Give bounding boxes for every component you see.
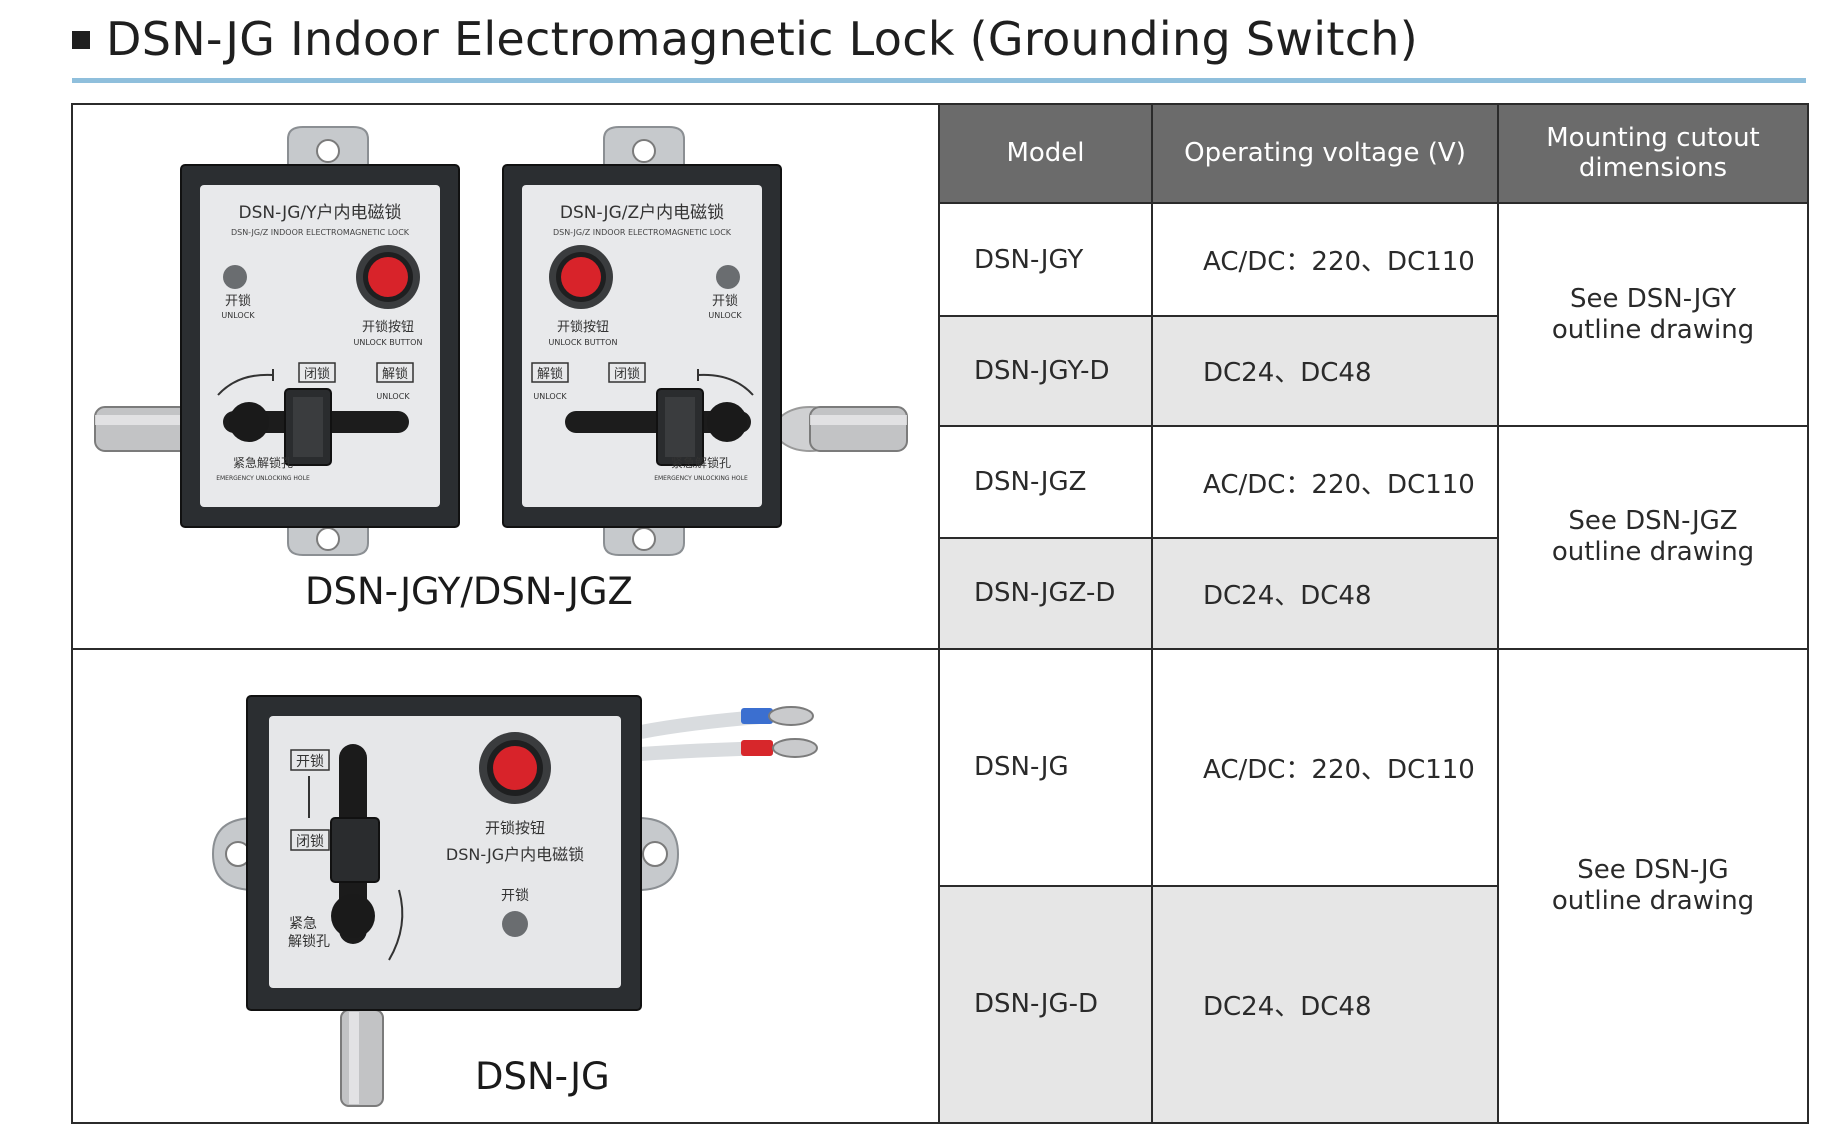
product-image-jg: 开锁 闭锁 紧急 解锁孔 开锁按钮 DSN-JG户内电磁锁 开锁 bbox=[71, 647, 940, 1125]
lock-z-button-cn: 开锁按钮 bbox=[557, 319, 609, 335]
table-row: DSN-JGY AC/DC：220、DC110 See DSN-JGY outl… bbox=[72, 202, 1809, 428]
caption-jgy-jgz: DSN-JGY/DSN-JGZ bbox=[305, 570, 633, 613]
lock-z-emergency-cn: 紧急解锁孔 bbox=[671, 455, 731, 470]
lock-z-subtitle: DSN-JG/Z INDOOR ELECTROMAGNETIC LOCK bbox=[553, 228, 732, 237]
mounting-jgz-line1: See DSN-JGZ bbox=[1568, 506, 1738, 537]
table-row: DSN-JGY-D DC24、DC48 bbox=[72, 314, 1808, 428]
table-row: DSN-JG-D DC24、DC48 bbox=[72, 884, 1808, 1125]
mounting-cell-jgy: See DSN-JGY outline drawing bbox=[1497, 202, 1809, 428]
lock-jg-button-cn: 开锁按钮 bbox=[485, 819, 545, 837]
lock-y-red-unlock-button bbox=[368, 257, 408, 297]
mounting-jgy-line2: outline drawing bbox=[1551, 314, 1755, 345]
table-row: 开锁 闭锁 紧急 解锁孔 开锁按钮 DSN-JG户内电磁锁 开锁 bbox=[71, 647, 1809, 1125]
lock-jg-emergency-cn-1: 紧急 bbox=[289, 916, 317, 932]
lock-z-unlock-en: UNLOCK bbox=[708, 311, 742, 320]
lock-y-release-en: UNLOCK bbox=[376, 392, 410, 401]
lock-y-emergency-cn: 紧急解锁孔 bbox=[233, 455, 293, 470]
lock-y-device: DSN-JG/Y户内电磁锁 DSN-JG/Z INDOOR ELECTROMAG… bbox=[94, 126, 460, 556]
lock-jg-red-unlock-button bbox=[493, 745, 537, 790]
title-underline bbox=[72, 78, 1806, 83]
voltage-cell: AC/DC：220、DC110 bbox=[1151, 425, 1499, 540]
spec-table: DSN-JG/Y户内电磁锁 DSN-JG/Z INDOOR ELECTROMAG… bbox=[71, 102, 1809, 1125]
voltage-cell: AC/DC：220、DC110 bbox=[1151, 647, 1499, 887]
mounting-cell-jgz: See DSN-JGZ outline drawing bbox=[1497, 425, 1809, 650]
model-cell: DSN-JGZ-D bbox=[938, 537, 1153, 650]
lock-z-release-en: UNLOCK bbox=[533, 392, 567, 401]
lock-z-indicator-light bbox=[716, 265, 740, 289]
voltage-cell: AC/DC：220、DC110 bbox=[1151, 202, 1499, 317]
model-cell: DSN-JGY bbox=[938, 202, 1153, 317]
table-row: DSN-JGZ-D DC24、DC48 bbox=[72, 537, 1808, 650]
lock-y-close-cn: 闭锁 bbox=[304, 366, 330, 382]
lock-jg-unlock-cn: 开锁 bbox=[501, 888, 529, 904]
lock-z-device: DSN-JG/Z户内电磁锁 DSN-JG/Z INDOOR ELECTROMAG… bbox=[502, 126, 908, 556]
lock-z-title: DSN-JG/Z户内电磁锁 bbox=[560, 203, 724, 223]
lock-y-release-cn: 解锁 bbox=[382, 366, 408, 382]
page-title: DSN-JG Indoor Electromagnetic Lock (Grou… bbox=[72, 12, 1418, 66]
header-mounting-cutout-text: Mounting cutout dimensions bbox=[1546, 122, 1760, 183]
product-image-jgy-jgz: DSN-JG/Y户内电磁锁 DSN-JG/Z INDOOR ELECTROMAG… bbox=[71, 103, 940, 650]
lock-y-emergency-en: EMERGENCY UNLOCKING HOLE bbox=[216, 475, 310, 482]
mounting-jg-line2: outline drawing bbox=[1551, 885, 1755, 916]
lock-y-unlock-cn: 开锁 bbox=[225, 293, 251, 309]
page-title-text: DSN-JG Indoor Electromagnetic Lock (Grou… bbox=[106, 12, 1419, 66]
voltage-cell: DC24、DC48 bbox=[1151, 884, 1499, 1125]
mounting-jgy-line1: See DSN-JGY bbox=[1570, 283, 1736, 314]
table-header-row: DSN-JG/Y户内电磁锁 DSN-JG/Z INDOOR ELECTROMAG… bbox=[71, 102, 1809, 650]
model-cell: DSN-JGZ bbox=[938, 425, 1153, 540]
lock-z-emergency-en: EMERGENCY UNLOCKING HOLE bbox=[654, 475, 748, 482]
lock-z-close-cn: 闭锁 bbox=[614, 366, 640, 382]
lock-jg-emergency-cn-2: 解锁孔 bbox=[288, 934, 330, 950]
header-operating-voltage: Operating voltage (V) bbox=[1151, 102, 1499, 205]
lock-y-button-cn: 开锁按钮 bbox=[362, 319, 414, 335]
lock-jg-open-cn: 开锁 bbox=[296, 754, 324, 770]
header-mounting-cutout: Mounting cutout dimensions bbox=[1497, 102, 1809, 205]
voltage-cell: DC24、DC48 bbox=[1151, 537, 1499, 650]
mounting-cell-jg: See DSN-JG outline drawing bbox=[1497, 647, 1809, 1125]
model-cell: DSN-JG bbox=[938, 647, 1153, 887]
model-cell: DSN-JGY-D bbox=[938, 314, 1153, 428]
lock-z-button-en: UNLOCK BUTTON bbox=[549, 338, 618, 347]
caption-jg: DSN-JG bbox=[475, 1054, 610, 1098]
lock-y-unlock-en: UNLOCK bbox=[221, 311, 255, 320]
title-bullet-square bbox=[72, 31, 90, 49]
lock-z-red-unlock-button bbox=[561, 257, 601, 297]
lock-y-indicator-light bbox=[223, 265, 247, 289]
lock-jg-indicator-light bbox=[502, 910, 528, 937]
lock-z-release-cn: 解锁 bbox=[537, 366, 563, 382]
model-cell: DSN-JG-D bbox=[938, 884, 1153, 1125]
lock-y-subtitle: DSN-JG/Z INDOOR ELECTROMAGNETIC LOCK bbox=[231, 228, 410, 237]
header-model: Model bbox=[938, 102, 1153, 205]
lock-y-title: DSN-JG/Y户内电磁锁 bbox=[239, 203, 402, 223]
voltage-cell: DC24、DC48 bbox=[1151, 314, 1499, 428]
lock-jg-device: 开锁 闭锁 紧急 解锁孔 开锁按钮 DSN-JG户内电磁锁 开锁 bbox=[211, 694, 818, 1107]
lock-jg-close-cn: 闭锁 bbox=[296, 834, 324, 850]
lock-z-unlock-cn: 开锁 bbox=[712, 293, 738, 309]
mounting-jg-line1: See DSN-JG bbox=[1577, 854, 1729, 885]
table-row: DSN-JGZ AC/DC：220、DC110 See DSN-JGZ outl… bbox=[72, 425, 1809, 650]
lock-jg-title: DSN-JG户内电磁锁 bbox=[446, 845, 584, 864]
mounting-jgz-line2: outline drawing bbox=[1551, 537, 1755, 568]
lock-y-button-en: UNLOCK BUTTON bbox=[354, 338, 423, 347]
